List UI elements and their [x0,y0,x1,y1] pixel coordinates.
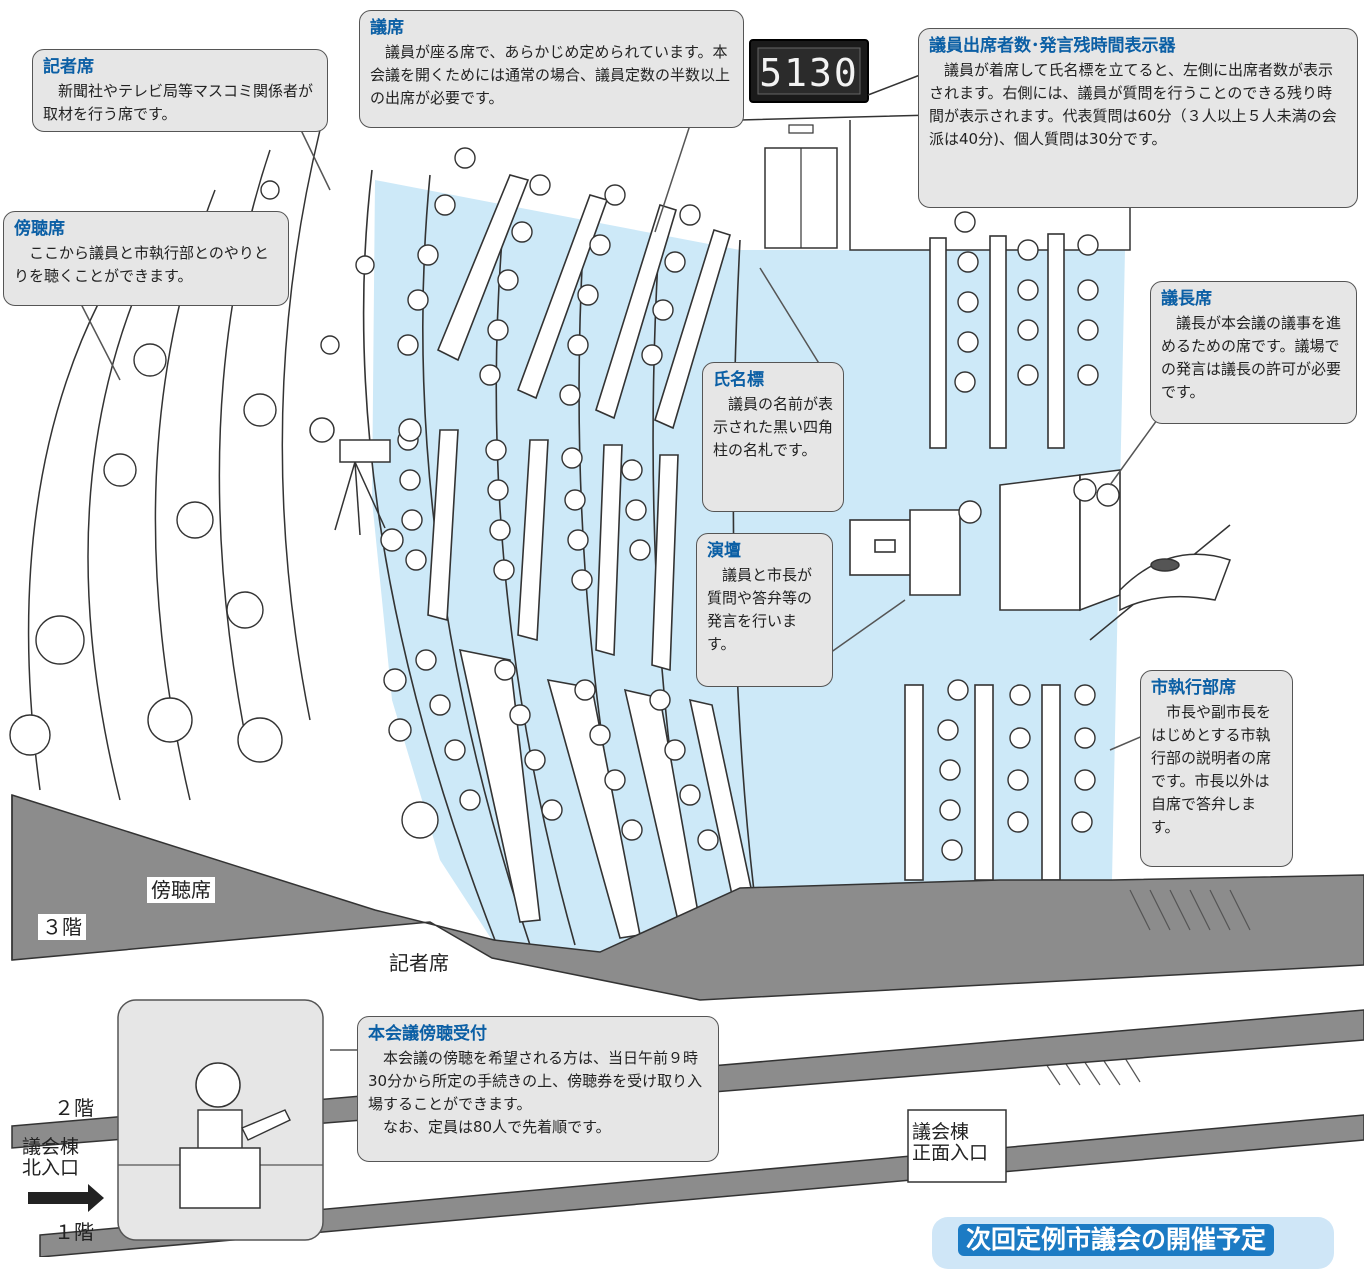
gallery-title: 傍聴席 [14,219,65,239]
podium-description: 議員と市長が質問や答弁等の発言を行います。 [707,566,813,653]
executive-figures [937,211,1099,861]
callout-executive-seat: 市執行部席 市長や副市長をはじめとする市執行部の説明者の席です。市長以外は自席で… [1140,670,1293,867]
speaker-figure [958,500,982,524]
north-entrance-line2: 北入口 [22,1157,80,1179]
next-session-heading: 次回定例市議会の開催予定 [958,1224,1275,1256]
gallery-seat-label: 傍聴席 [147,877,215,903]
callout-gallery: 傍聴席 ここから議員と市執行部とのやりとりを聴くことができます。 [3,211,289,306]
gallery-description: ここから議員と市執行部とのやりとりを聴くことができます。 [14,244,269,285]
reception-inset [117,999,324,1241]
press-seat-label: 記者席 [385,950,453,976]
front-entrance-line2: 正面入口 [912,1142,989,1164]
reception-note: なお、定員は80人で先着順です。 [383,1118,611,1136]
chair-figure [1073,478,1097,502]
attendance-display-title: 議員出席者数･発言残時間表示器 [929,36,1176,56]
north-entrance-arrow [28,1184,104,1212]
member-figures [397,147,719,851]
press-figures [380,418,439,839]
executive-seat-title: 市執行部席 [1151,678,1236,698]
executive-seat-description: 市長や副市長をはじめとする市執行部の説明者の席です。市長以外は自席で答弁します。 [1151,703,1272,836]
north-entrance-line1: 議会棟 [22,1136,80,1158]
nameplate-title: 氏名標 [713,370,764,390]
next-session-banner: 次回定例市議会の開催予定 [932,1217,1334,1269]
gallery-audience [9,180,375,763]
front-entrance-line1: 議会棟 [912,1121,970,1143]
callout-nameplate: 氏名標 議員の名前が表示された黒い四角柱の名札です。 [702,362,844,512]
press-seat-title: 記者席 [43,57,94,77]
executive-desks [904,233,1065,881]
member-seats-description: 議員が座る席で、あらかじめ定められています。本会議を開くためには通常の場合、議員… [370,43,731,107]
callout-attendance-display: 議員出席者数･発言残時間表示器 議員が着席して氏名標を立てると、左側に出席者数が… [918,28,1358,208]
reception-title: 本会議傍聴受付 [368,1024,487,1044]
callout-press-seat: 記者席 新聞社やテレビ局等マスコミ関係者が取材を行う席です。 [32,49,328,132]
member-desks [427,174,761,939]
floor3-band [11,793,1364,1001]
callout-member-seats: 議席 議員が座る席で、あらかじめ定められています。本会議を開くためには通常の場合… [359,10,744,128]
flag [1089,524,1231,641]
front-entrance-box [907,1109,1007,1183]
callout-chair-seat: 議長席 議長が本会議の議事を進めるための席です。議場での発言は議長の許可が必要で… [1150,281,1357,424]
attendance-display-description: 議員が着席して氏名標を立てると、左側に出席者数が表示されます。右側には、議員が質… [929,61,1337,148]
callout-pointers [79,124,1171,1051]
nameplate-description: 議員の名前が表示された黒い四角柱の名札です。 [713,395,834,459]
floor3-label: ３階 [38,914,86,940]
north-entrance-label: 議会棟 北入口 [22,1137,79,1179]
chair-seat-title: 議長席 [1161,289,1212,309]
podium [849,469,1121,612]
member-seats-title: 議席 [370,18,404,38]
floor1-label: １階 [54,1220,94,1244]
press-seat-description: 新聞社やテレビ局等マスコミ関係者が取材を行う席です。 [43,82,314,123]
reception-description: 本会議の傍聴を希望される方は、当日午前９時30分から所定の手続きの上、傍聴券を受… [368,1049,703,1113]
podium-title: 演壇 [707,541,741,561]
callout-podium: 演壇 議員と市長が質問や答弁等の発言を行います。 [696,533,833,687]
chair-seat-description: 議長が本会議の議事を進めるための席です。議場での発言は議長の許可が必要です。 [1161,314,1342,401]
camera [309,417,391,536]
callout-reception: 本会議傍聴受付 本会議の傍聴を希望される方は、当日午前９時30分から所定の手続き… [357,1016,719,1162]
floor2-label: ２階 [54,1096,94,1120]
display-digits: 5130 [759,51,859,95]
front-entrance-label: 議会棟 正面入口 [912,1122,988,1164]
